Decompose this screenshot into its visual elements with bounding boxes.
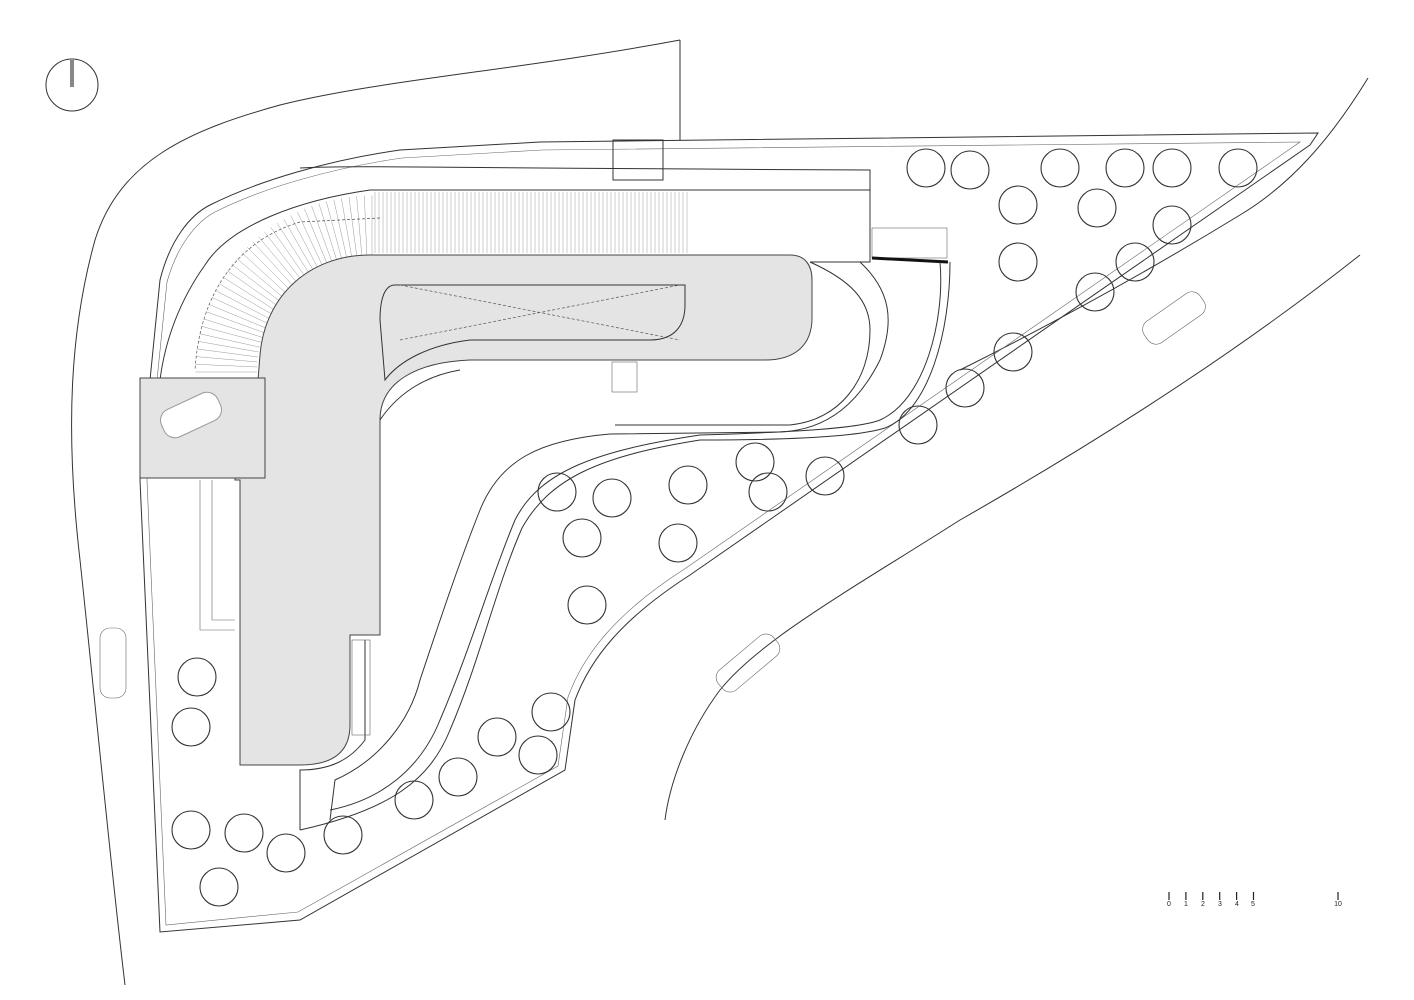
- trees: [171, 148, 1258, 907]
- tree: [998, 242, 1038, 282]
- tree: [1040, 148, 1080, 188]
- tree: [1115, 242, 1155, 282]
- tree: [199, 867, 239, 907]
- ramp-hatching: [195, 192, 688, 373]
- carport: [139, 377, 266, 479]
- road-lines: [71, 39, 1369, 986]
- tree: [898, 405, 938, 445]
- tree: [998, 185, 1038, 225]
- tree: [266, 833, 306, 873]
- tree: [1218, 148, 1258, 188]
- tree: [735, 442, 775, 482]
- tree: [658, 523, 698, 563]
- cars: [99, 291, 1206, 699]
- tree: [531, 692, 571, 732]
- tree: [805, 456, 845, 496]
- building-roof: [234, 254, 813, 766]
- north-arrow-icon: [45, 58, 99, 112]
- tree: [1152, 205, 1192, 245]
- tree: [906, 148, 946, 188]
- tree: [668, 465, 708, 505]
- tree: [1075, 272, 1115, 312]
- tree: [394, 780, 434, 820]
- scale-bar: [1168, 892, 1339, 900]
- scale-label-1: 1: [1184, 901, 1188, 908]
- tree: [993, 332, 1033, 372]
- tree: [477, 717, 517, 757]
- scale-label-2: 2: [1201, 901, 1205, 908]
- scale-label-3: 3: [1218, 901, 1222, 908]
- site-boundary: [139, 132, 1319, 933]
- tree: [518, 735, 558, 775]
- tree: [950, 150, 990, 190]
- tree: [177, 657, 217, 697]
- scale-label-10: 10: [1334, 901, 1342, 908]
- tree: [592, 478, 632, 518]
- tree: [1152, 148, 1192, 188]
- scale-label-0: 0: [1167, 901, 1171, 908]
- tree: [438, 757, 478, 797]
- garden-paths: [199, 261, 951, 831]
- tree: [171, 707, 211, 747]
- tree: [562, 518, 602, 558]
- scale-label-4: 4: [1235, 901, 1239, 908]
- tree: [945, 368, 985, 408]
- terrace-strip: [159, 139, 949, 381]
- scale-label-5: 5: [1251, 901, 1255, 908]
- tree: [567, 585, 607, 625]
- tree: [224, 813, 264, 853]
- tree: [748, 472, 788, 512]
- tree: [1077, 188, 1117, 228]
- tree: [1105, 148, 1145, 188]
- tree: [537, 472, 577, 512]
- tree: [323, 815, 363, 855]
- tree: [171, 810, 211, 850]
